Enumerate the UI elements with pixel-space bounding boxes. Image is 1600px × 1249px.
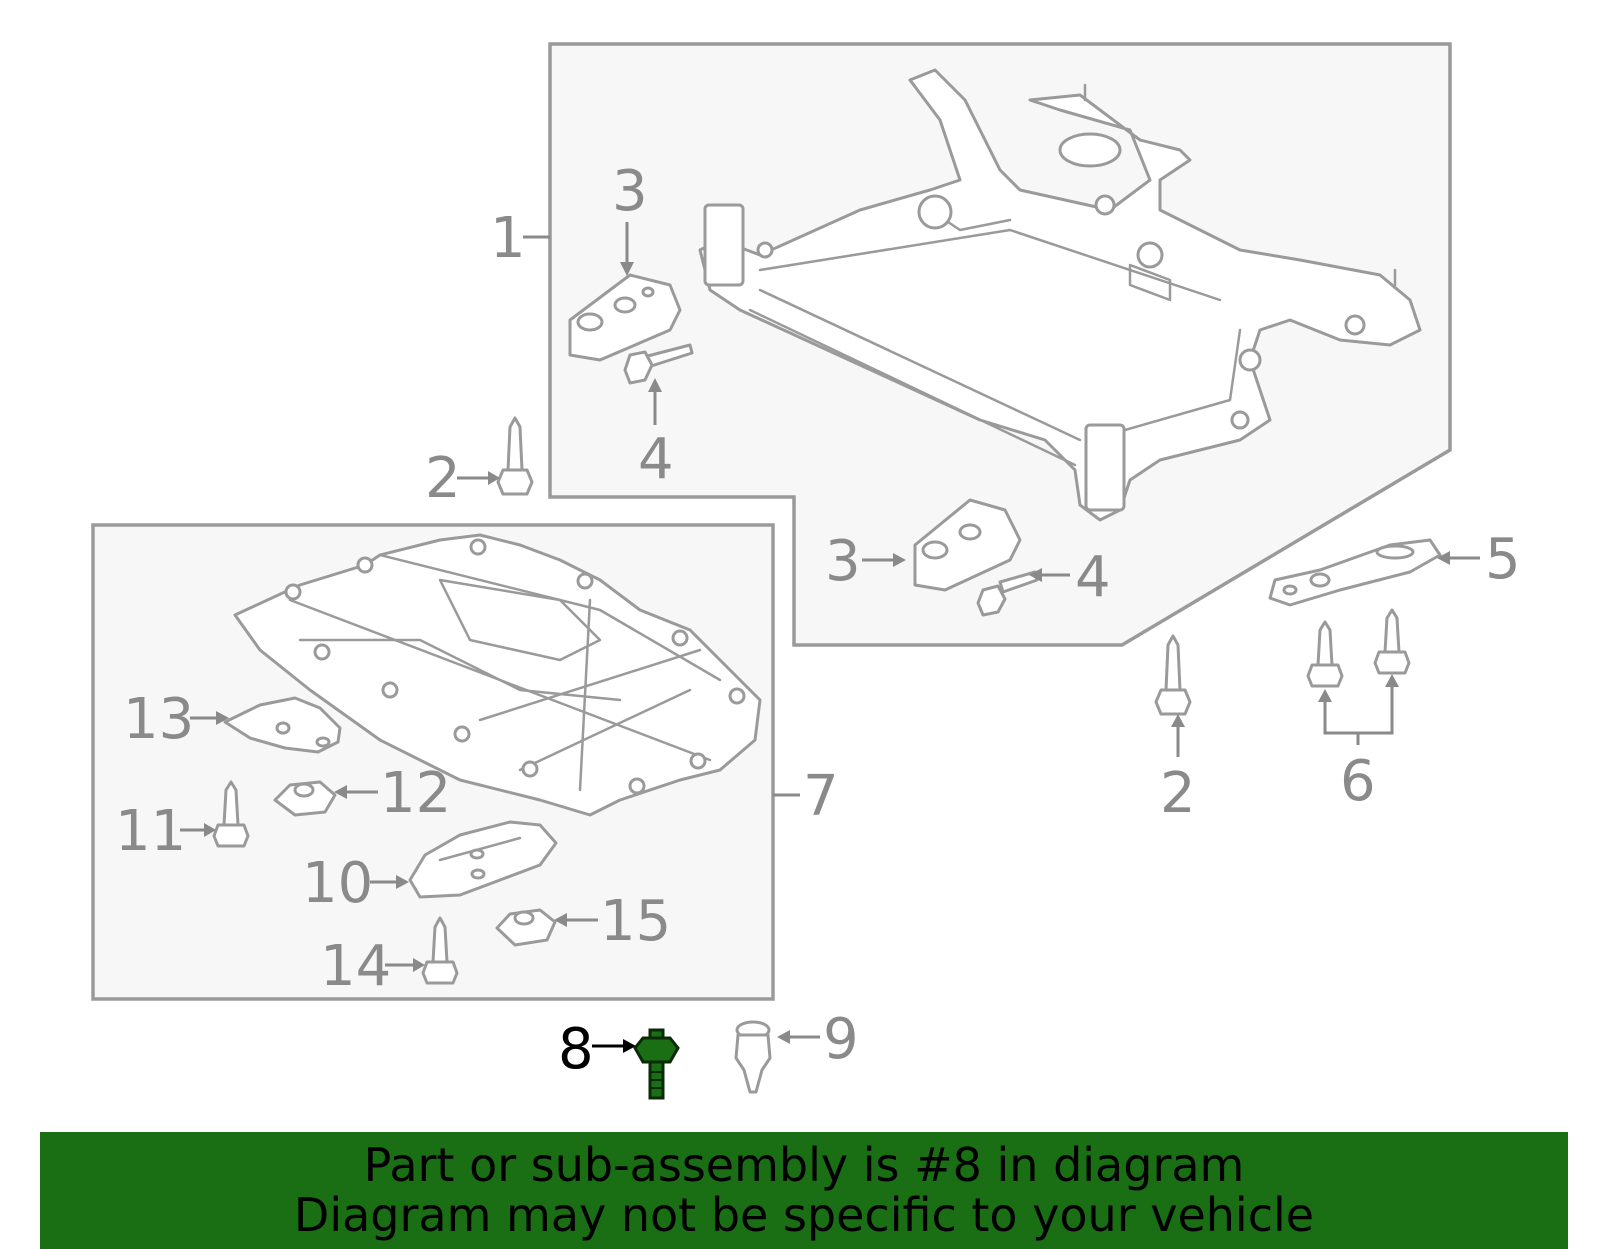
callout-11: 11 <box>115 799 186 864</box>
plate-bolt-right <box>1373 608 1411 675</box>
callout-4-lower: 4 <box>1075 545 1111 610</box>
splash-cover <box>408 820 558 899</box>
callout-9: 9 <box>823 1007 859 1072</box>
mount-bolt-lower <box>976 570 1039 617</box>
banner-part-notice: Part or sub-assembly is #8 in diagram <box>363 1138 1245 1192</box>
plate-bolt-left <box>1306 620 1344 688</box>
cover-bolt-bottom <box>421 916 459 985</box>
clip-nut-lower <box>495 908 557 947</box>
mount-bracket-upper <box>568 273 682 362</box>
mount-bolt-upper <box>623 343 694 385</box>
small-cover <box>223 696 342 754</box>
push-clip <box>734 1020 772 1094</box>
callout-labels: 1 3 4 2 3 4 5 2 6 7 13 12 11 10 15 14 8 … <box>115 159 1521 1082</box>
callout-6: 6 <box>1340 749 1376 814</box>
subframe-part <box>698 68 1422 522</box>
callout-3-upper: 3 <box>612 159 648 224</box>
subframe-bolt-right <box>1154 634 1192 716</box>
subframe-bolt-left <box>496 416 534 496</box>
callout-8-highlighted: 8 <box>558 1017 594 1082</box>
info-banner: Part or sub-assembly is #8 in diagram Di… <box>40 1132 1568 1249</box>
highlighted-bolt-8 <box>633 1028 680 1100</box>
clip-nut-upper <box>273 780 337 817</box>
cover-bolt-left <box>212 780 250 848</box>
callout-14: 14 <box>320 934 391 999</box>
callout-7: 7 <box>803 764 839 829</box>
callout-1: 1 <box>490 206 526 271</box>
callout-2-left: 2 <box>425 446 461 511</box>
engine-undercover <box>233 533 762 817</box>
leader-lines <box>180 222 1480 1053</box>
mount-bracket-lower <box>913 498 1022 592</box>
callout-13: 13 <box>123 687 194 752</box>
callout-4-upper: 4 <box>638 427 674 492</box>
banner-disclaimer: Diagram may not be specific to your vehi… <box>293 1188 1315 1242</box>
callout-2-right: 2 <box>1160 761 1196 826</box>
callout-3-lower: 3 <box>825 529 861 594</box>
callout-5: 5 <box>1485 527 1521 592</box>
callout-10: 10 <box>302 851 373 916</box>
callout-12: 12 <box>380 761 451 826</box>
callout-15: 15 <box>600 889 671 954</box>
reinforcement-plate <box>1268 538 1442 607</box>
